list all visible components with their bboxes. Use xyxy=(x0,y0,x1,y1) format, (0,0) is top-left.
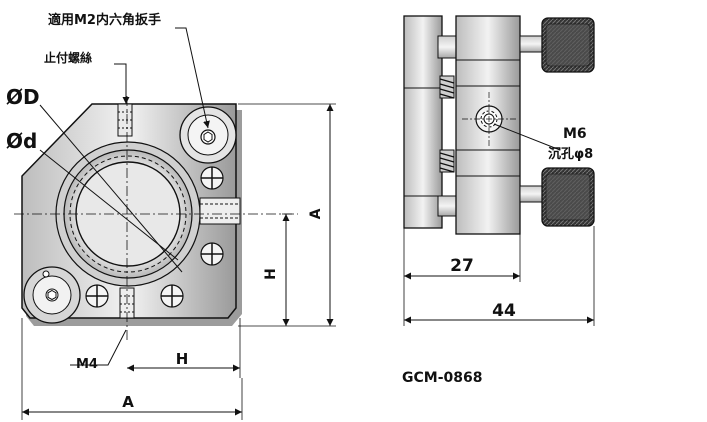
set-screw-leader xyxy=(114,63,130,104)
inner-diameter-label: Ød xyxy=(6,129,37,153)
phillips-screw-icon xyxy=(160,284,184,308)
dim-h-horizontal-label: H xyxy=(176,350,189,368)
spring-top xyxy=(439,75,455,99)
set-screw-top xyxy=(117,103,133,137)
outer-diameter-label: ØD xyxy=(6,85,40,109)
phillips-screw-icon xyxy=(200,166,224,190)
m6-leader xyxy=(493,123,561,151)
m4-label: M4 xyxy=(76,357,98,372)
dim-a-horizontal-label: A xyxy=(122,393,134,411)
phillips-screw-icon xyxy=(85,284,109,308)
front-plate xyxy=(403,15,443,229)
dim-h-vertical-label: H xyxy=(263,268,279,280)
set-screw-label: 止付螺絲 xyxy=(44,50,92,65)
part-number: GCM-0868 xyxy=(402,370,482,386)
side-view: M6 沉孔φ8 27 44 xyxy=(403,15,595,326)
m4-leader xyxy=(70,329,127,366)
phillips-screw-icon xyxy=(200,242,224,266)
counterbore-label: 沉孔φ8 xyxy=(548,146,593,162)
wrench-label: 適用M2内六角扳手 xyxy=(48,12,161,28)
side-port xyxy=(199,197,241,225)
id-leader xyxy=(39,149,179,261)
dim-a-vertical-label: A xyxy=(308,208,324,219)
hex-socket xyxy=(200,129,216,145)
dim-27-label: 27 xyxy=(450,256,474,276)
spring-bottom xyxy=(439,149,455,173)
front-view: 適用M2内六角扳手 止付螺絲 ØD Ød M4 H A H A xyxy=(6,12,336,420)
m6-label: M6 xyxy=(563,126,587,142)
dim-44-label: 44 xyxy=(492,301,516,321)
wrench-leader xyxy=(175,27,210,129)
